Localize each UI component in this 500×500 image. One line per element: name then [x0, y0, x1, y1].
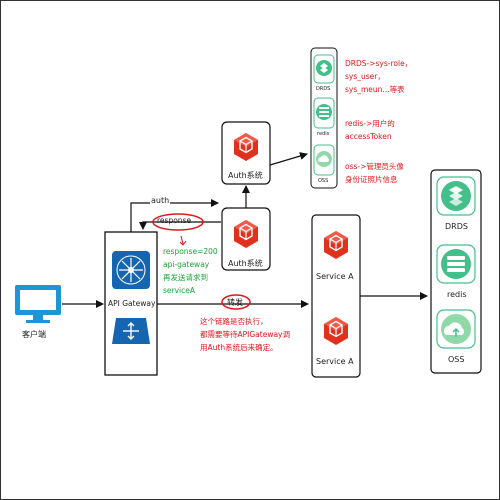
client-computer-icon — [15, 285, 61, 323]
small-oss-label: OSS — [318, 178, 329, 184]
oss-icon — [436, 309, 476, 349]
drds-icon — [436, 176, 476, 216]
note-oss: oss->管理员头像 身份证照片信息 — [345, 162, 404, 184]
note-redis: redis->用户的 accessToken — [345, 119, 395, 141]
client-label: 客户端 — [22, 330, 46, 339]
auth-top-label: Auth系统 — [228, 171, 263, 180]
auth-request-arrow — [130, 199, 219, 232]
small-drds-label: DRDS — [316, 86, 331, 92]
storage-drds-label: DRDS — [445, 222, 468, 231]
storage-redis-label: redis — [447, 290, 467, 299]
gateway-network-icon — [112, 318, 150, 344]
auth-bottom-label: Auth系统 — [228, 259, 263, 268]
small-redis-label: redis — [317, 131, 330, 137]
response-pointer — [180, 235, 184, 245]
response-edge-label: response — [157, 216, 192, 225]
small-drds-icon — [313, 54, 335, 84]
note-drds: DRDS->sys-role， sys_user， sys_meun...等表 — [345, 59, 413, 94]
auth-edge-label: auth — [150, 196, 171, 205]
response-highlight-ellipse — [152, 213, 204, 231]
forward-edge-label: 转发 — [227, 298, 243, 307]
forward-highlight-ellipse — [221, 294, 251, 310]
storage-oss-label: OSS — [448, 355, 465, 364]
service-top-label: Service A — [316, 272, 354, 281]
response-arrow — [139, 221, 221, 230]
redis-icon — [436, 244, 476, 284]
note-response: response=200 api-gateway 再发送请求到 serviceA — [163, 247, 218, 295]
gateway-label: API Gateway — [108, 299, 156, 308]
small-redis-icon — [313, 97, 335, 129]
gateway-router-icon — [112, 251, 150, 289]
small-oss-icon — [313, 144, 335, 176]
auth-to-storage-arrow — [269, 152, 308, 166]
service-bottom-label: Service A — [316, 357, 354, 366]
note-chain: 这个链路是否执行， 都需要等待APIGateway调 用Auth系统后来确定。 — [200, 317, 290, 352]
